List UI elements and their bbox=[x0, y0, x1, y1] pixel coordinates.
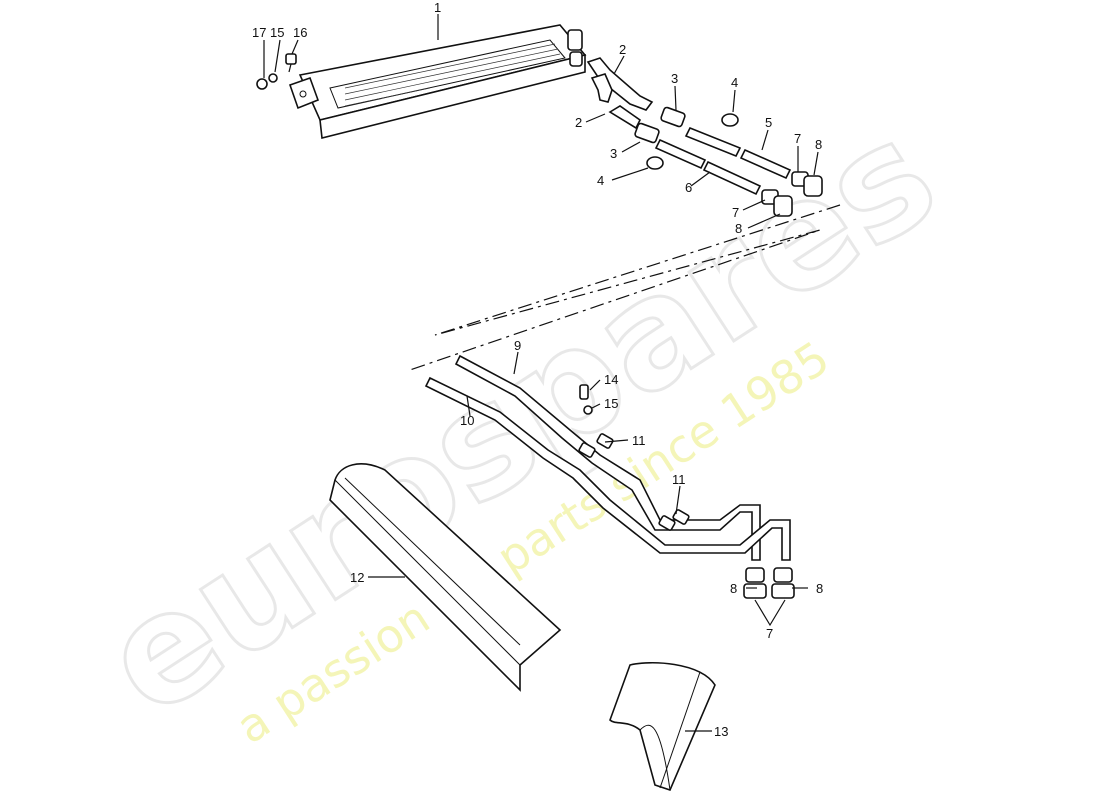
lower-fittings bbox=[743, 567, 795, 599]
upper-hoses bbox=[586, 57, 823, 217]
callout-16: 16 bbox=[293, 25, 307, 40]
callout-7c: 7 bbox=[766, 626, 773, 641]
callout-11a: 11 bbox=[632, 433, 646, 448]
oil-cooler bbox=[288, 24, 587, 139]
callout-13: 13 bbox=[714, 724, 728, 739]
leader-lines bbox=[263, 14, 819, 732]
callout-7a: 7 bbox=[794, 131, 801, 146]
cooler-fasteners bbox=[256, 53, 297, 90]
callout-3b: 3 bbox=[610, 146, 617, 161]
callout-2b: 2 bbox=[575, 115, 582, 130]
callout-11b: 11 bbox=[672, 472, 686, 487]
callout-8c: 8 bbox=[730, 581, 737, 596]
callout-15a: 15 bbox=[270, 25, 284, 40]
callout-10: 10 bbox=[460, 413, 474, 428]
callout-8a: 8 bbox=[815, 137, 822, 152]
callout-17: 17 bbox=[252, 25, 266, 40]
callout-15b: 15 bbox=[604, 396, 618, 411]
callout-8b: 8 bbox=[735, 221, 742, 236]
callout-4b: 4 bbox=[597, 173, 604, 188]
callout-2a: 2 bbox=[619, 42, 626, 57]
callout-7b: 7 bbox=[732, 205, 739, 220]
callout-5: 5 bbox=[765, 115, 772, 130]
callout-labels: 1 2 2 3 3 4 4 5 6 7 8 7 8 9 10 14 15 11 … bbox=[252, 0, 823, 739]
bracket bbox=[609, 661, 716, 791]
assembly-frame bbox=[409, 204, 841, 371]
callout-14: 14 bbox=[604, 372, 618, 387]
callout-3a: 3 bbox=[671, 71, 678, 86]
lower-pipes bbox=[424, 354, 791, 561]
callout-1: 1 bbox=[434, 0, 441, 15]
callout-12: 12 bbox=[350, 570, 364, 585]
callout-4a: 4 bbox=[731, 75, 738, 90]
callout-8d: 8 bbox=[816, 581, 823, 596]
heat-shield bbox=[329, 463, 562, 692]
callout-9: 9 bbox=[514, 338, 521, 353]
callout-6: 6 bbox=[685, 180, 692, 195]
